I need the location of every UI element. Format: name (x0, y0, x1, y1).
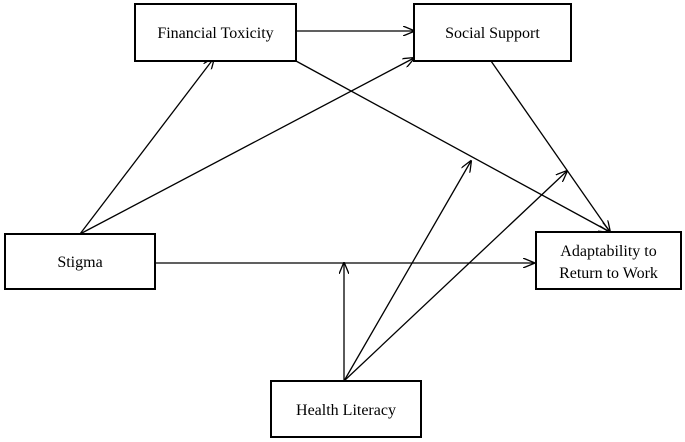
node-stigma-label: Stigma (57, 254, 102, 271)
node-financial-toxicity: Financial Toxicity (134, 3, 297, 62)
node-adaptability-label-line-1: Adaptability to (560, 243, 656, 260)
node-social-support: Social Support (413, 3, 572, 62)
node-adaptability-to-return-to-work: Adaptability to Return to Work (535, 231, 682, 290)
node-financial-toxicity-label: Financial Toxicity (157, 25, 273, 42)
node-stigma: Stigma (4, 233, 156, 290)
edge-stigma-to-social-support (79, 58, 414, 235)
edge-health-literacy-moderates-social-support-path (343, 171, 567, 382)
edge-social-support-to-adaptability (490, 60, 610, 232)
node-social-support-label: Social Support (445, 25, 540, 42)
node-health-literacy: Health Literacy (270, 380, 422, 438)
edge-stigma-to-financial-toxicity (79, 58, 214, 235)
edge-financial-toxicity-to-adaptability (295, 60, 610, 232)
node-health-literacy-label: Health Literacy (296, 402, 396, 419)
node-adaptability-label-line-2: Return to Work (559, 265, 658, 282)
edge-health-literacy-moderates-financial-toxicity-path (343, 161, 471, 382)
